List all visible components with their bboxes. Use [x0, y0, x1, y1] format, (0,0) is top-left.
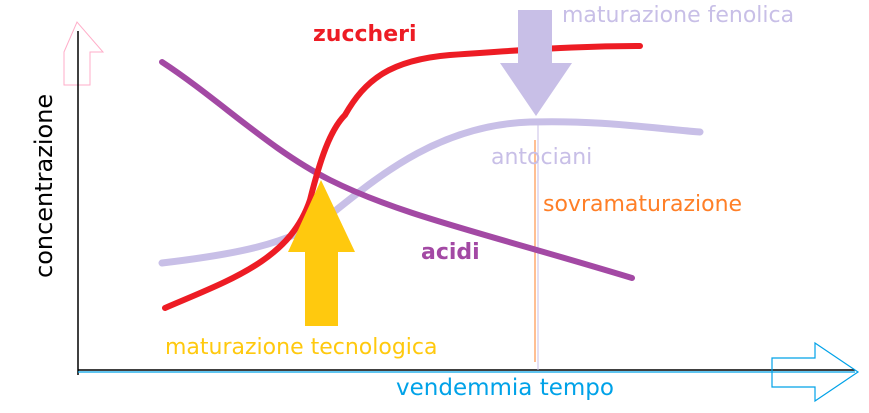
phenolic-ripeness-arrow — [500, 10, 572, 116]
overripening-label: sovramaturazione — [543, 192, 743, 217]
phenolic-ripeness-label: maturazione fenolica — [562, 3, 795, 28]
anthocyanins-label: antociani — [491, 145, 593, 170]
sugars-label: zuccheri — [313, 22, 417, 47]
technological-ripeness-arrow — [288, 180, 355, 326]
y-axis-label: concentrazione — [30, 93, 58, 278]
x-axis-label: vendemmia tempo — [396, 375, 614, 401]
acids-curve — [159, 59, 635, 281]
y-axis-arrow — [63, 21, 105, 86]
x-axis-arrow — [771, 341, 860, 403]
technological-ripeness-label: maturazione tecnologica — [165, 335, 438, 360]
acids-label: acidi — [421, 240, 480, 265]
sugars-curve — [162, 43, 643, 311]
anthocyanins-curve — [158, 118, 704, 267]
